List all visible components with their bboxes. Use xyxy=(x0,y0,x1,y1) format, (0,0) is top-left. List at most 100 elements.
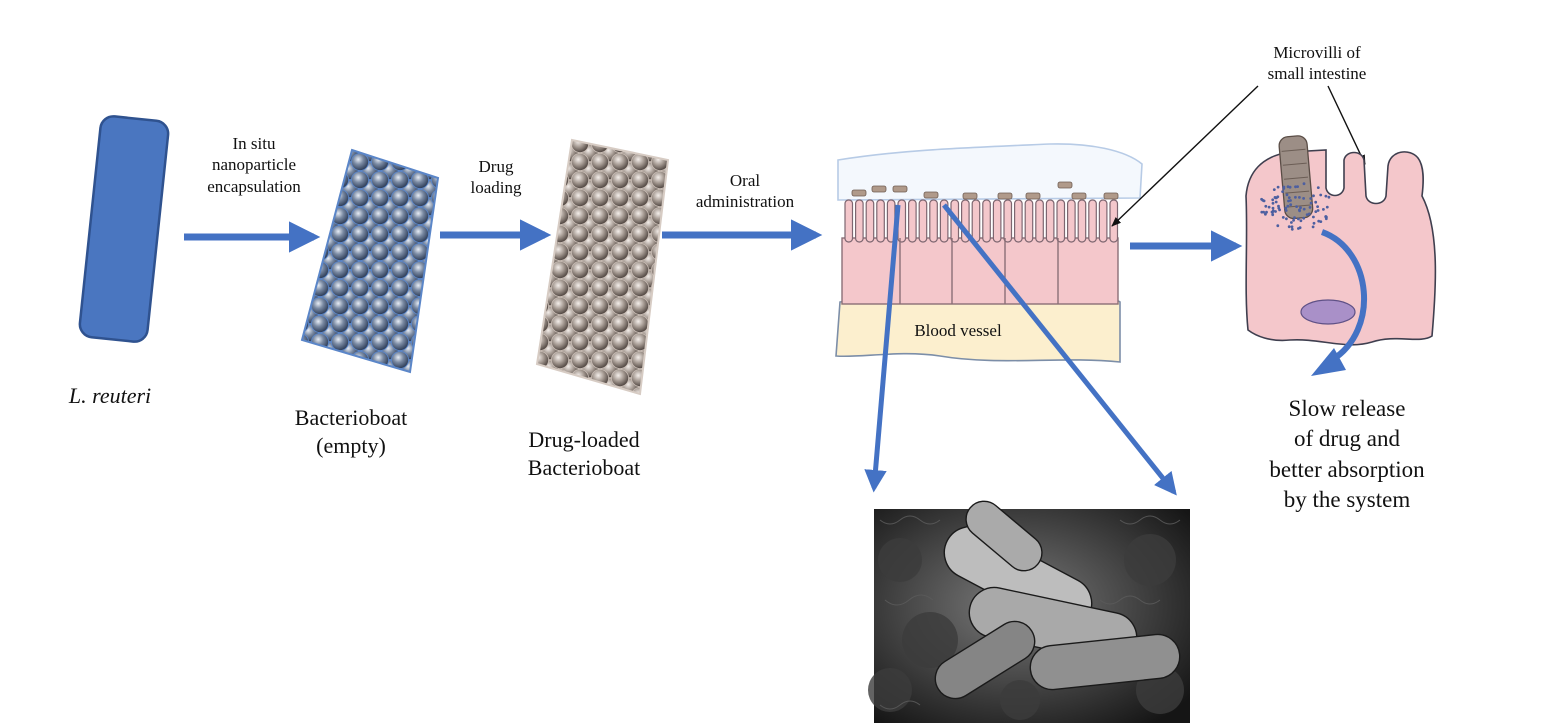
drug-particle xyxy=(1309,197,1313,200)
microvillus xyxy=(1066,199,1076,243)
label-line: of drug and xyxy=(1293,426,1401,452)
drug-particle xyxy=(1295,205,1298,209)
drug-particle xyxy=(1274,200,1278,204)
microvillus xyxy=(992,199,1002,243)
bacterioboat-on-villus xyxy=(1057,181,1073,189)
drug-particle xyxy=(1302,197,1305,200)
drug-particle xyxy=(1312,194,1315,198)
drug-particle xyxy=(1265,210,1268,214)
step-label-oral: Oral administration xyxy=(672,170,818,213)
bacterioboat-on-villus xyxy=(851,189,867,197)
drug-particle xyxy=(1322,208,1325,211)
drug-particle xyxy=(1285,217,1288,221)
drug-particle xyxy=(1316,209,1320,212)
drug-particle xyxy=(1276,224,1280,228)
outcome-label: Slow release of drug and better absorpti… xyxy=(1244,394,1450,515)
drug-particle xyxy=(1282,185,1286,189)
microvillus xyxy=(918,199,928,243)
drug-particle xyxy=(1317,219,1321,223)
drug-particle xyxy=(1277,206,1281,210)
microvillus xyxy=(865,199,875,243)
drug-particle xyxy=(1314,200,1318,204)
bacterioboat-on-villus xyxy=(1071,192,1087,200)
drug-particle xyxy=(1287,196,1291,200)
drug-loaded-bacterioboat-icon xyxy=(535,138,670,396)
drug-particle xyxy=(1302,216,1306,220)
drug-particle xyxy=(1260,197,1263,201)
drug-particle xyxy=(1271,206,1275,210)
bacterioboat-empty-label: Bacterioboat (empty) xyxy=(268,404,434,459)
step-label-line: Oral xyxy=(729,171,761,190)
sem-micrograph xyxy=(868,500,1190,723)
drug-particle xyxy=(1327,195,1331,199)
drug-particle xyxy=(1285,193,1289,197)
microvillus xyxy=(1045,199,1055,243)
drug-particle xyxy=(1289,203,1293,207)
label-line: Drug-loaded xyxy=(528,427,640,452)
drug-particle xyxy=(1325,205,1329,209)
step-label-line: administration xyxy=(695,192,795,212)
drug-particle xyxy=(1297,217,1300,221)
drug-particle xyxy=(1305,213,1309,217)
drug-particle xyxy=(1308,206,1312,209)
bacterioboat-on-villus xyxy=(892,185,908,193)
drug-particle xyxy=(1276,185,1280,189)
drug-particle xyxy=(1324,215,1328,218)
microvillus xyxy=(971,199,981,243)
step-label-line: encapsulation xyxy=(207,176,301,196)
drug-particle xyxy=(1271,209,1275,213)
drug-particle xyxy=(1290,221,1293,224)
step-label-line: loading xyxy=(470,178,522,198)
microvillus xyxy=(1003,199,1013,243)
drug-particle xyxy=(1284,209,1288,212)
drug-particle xyxy=(1274,210,1277,213)
drug-particle xyxy=(1264,204,1268,208)
microvillus xyxy=(1035,199,1044,243)
drug-particle xyxy=(1267,205,1271,209)
drug-particle xyxy=(1312,215,1315,219)
drug-particle xyxy=(1284,206,1288,210)
drug-particle xyxy=(1292,218,1295,222)
microvillus xyxy=(907,199,917,243)
microvillus xyxy=(1013,199,1023,243)
microvillus xyxy=(1056,199,1066,243)
drug-particle xyxy=(1302,182,1306,186)
microvilli-label: Microvilli of small intestine xyxy=(1234,42,1400,85)
microvillus xyxy=(844,199,854,243)
label-line: Slow release xyxy=(1288,396,1406,421)
drug-particle xyxy=(1276,195,1280,199)
drug-particle xyxy=(1316,205,1319,209)
microvillus xyxy=(1088,199,1097,243)
drug-particle xyxy=(1296,185,1299,189)
drug-particle xyxy=(1273,196,1277,199)
microvillus xyxy=(876,199,885,243)
sem-arrow xyxy=(864,203,1177,496)
drug-particle xyxy=(1271,213,1275,217)
drug-particle xyxy=(1324,194,1328,198)
drug-particle xyxy=(1298,196,1301,199)
drug-particle xyxy=(1281,216,1285,219)
drug-particle xyxy=(1299,206,1302,210)
drug-particle xyxy=(1290,225,1294,229)
drug-particle xyxy=(1294,195,1297,199)
drug-particle xyxy=(1298,208,1301,212)
drug-particle xyxy=(1260,210,1264,214)
drug-particle xyxy=(1286,204,1290,208)
drug-particle xyxy=(1271,198,1275,202)
microvillus xyxy=(982,199,991,243)
microvillus xyxy=(854,199,864,243)
step-label-line: Drug xyxy=(478,157,514,176)
empty-bacterioboat-icon xyxy=(300,148,440,374)
epithelial-cell-illustration xyxy=(1245,135,1437,376)
drug-particle xyxy=(1312,221,1316,225)
drug-particle xyxy=(1311,225,1315,229)
drug-particle xyxy=(1287,199,1290,203)
drug-particle xyxy=(1294,185,1297,189)
microvillus xyxy=(1098,199,1108,243)
step-label-line: nanoparticle xyxy=(211,155,296,175)
drug-loaded-label: Drug-loaded Bacterioboat xyxy=(496,426,672,481)
label-line: Bacterioboat xyxy=(527,454,641,480)
drug-particle xyxy=(1319,193,1323,197)
drug-particle xyxy=(1271,201,1275,205)
blood-vessel-label: Blood vessel xyxy=(914,321,1002,340)
